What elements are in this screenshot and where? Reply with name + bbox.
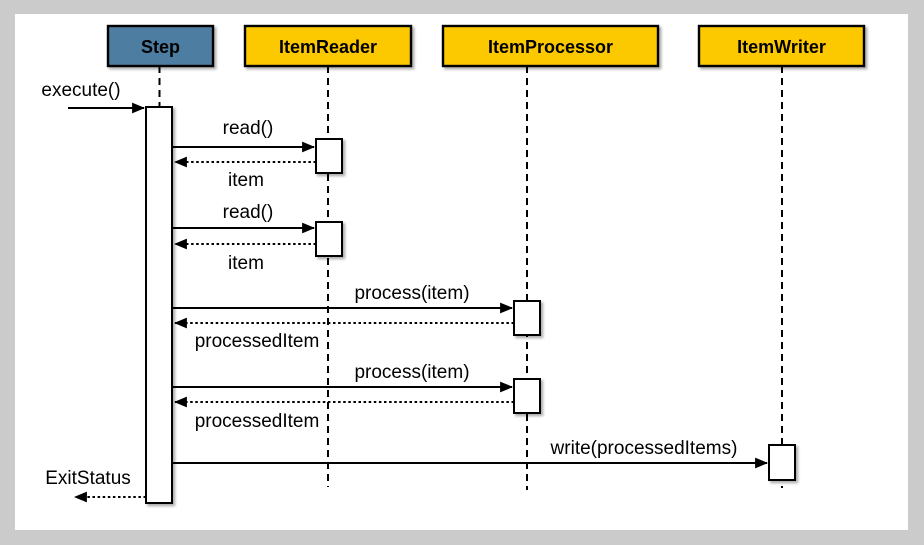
message-process2-label: process(item) xyxy=(354,362,469,383)
actor-step-label: Step xyxy=(141,37,180,57)
activation-itemprocessor-2 xyxy=(513,378,541,414)
actor-step-box xyxy=(106,24,215,68)
activation-itemreader-1 xyxy=(315,138,343,174)
activation-itemwriter xyxy=(768,444,796,481)
message-execute-label: execute() xyxy=(41,80,120,101)
message-write-label: write(processedItems) xyxy=(550,438,738,459)
actor-itemprocessor-label: ItemProcessor xyxy=(488,37,613,57)
actor-itemprocessor-box xyxy=(441,24,660,68)
actor-itemreader-label: ItemReader xyxy=(279,37,377,57)
actor-itemwriter-box xyxy=(697,24,866,68)
message-processeditem2-label: processedItem xyxy=(195,411,320,432)
activation-step xyxy=(145,106,173,504)
actor-itemprocessor: ItemProcessor xyxy=(441,24,660,68)
activation-itemprocessor-1 xyxy=(513,300,541,336)
activation-itemreader-2 xyxy=(315,221,343,257)
message-item1-label: item xyxy=(228,170,264,191)
message-read1-label: read() xyxy=(223,118,274,139)
message-processeditem1-label: processedItem xyxy=(195,331,320,352)
actor-itemreader-box xyxy=(243,24,413,68)
message-exitstatus-label: ExitStatus xyxy=(45,468,131,489)
actor-itemwriter-label: ItemWriter xyxy=(737,37,826,57)
actor-itemwriter: ItemWriter xyxy=(697,24,866,68)
message-item2-label: item xyxy=(228,253,264,274)
message-read2-label: read() xyxy=(223,202,274,223)
actor-step: Step xyxy=(106,24,215,68)
message-process1-label: process(item) xyxy=(354,283,469,304)
actor-itemreader: ItemReader xyxy=(243,24,413,68)
